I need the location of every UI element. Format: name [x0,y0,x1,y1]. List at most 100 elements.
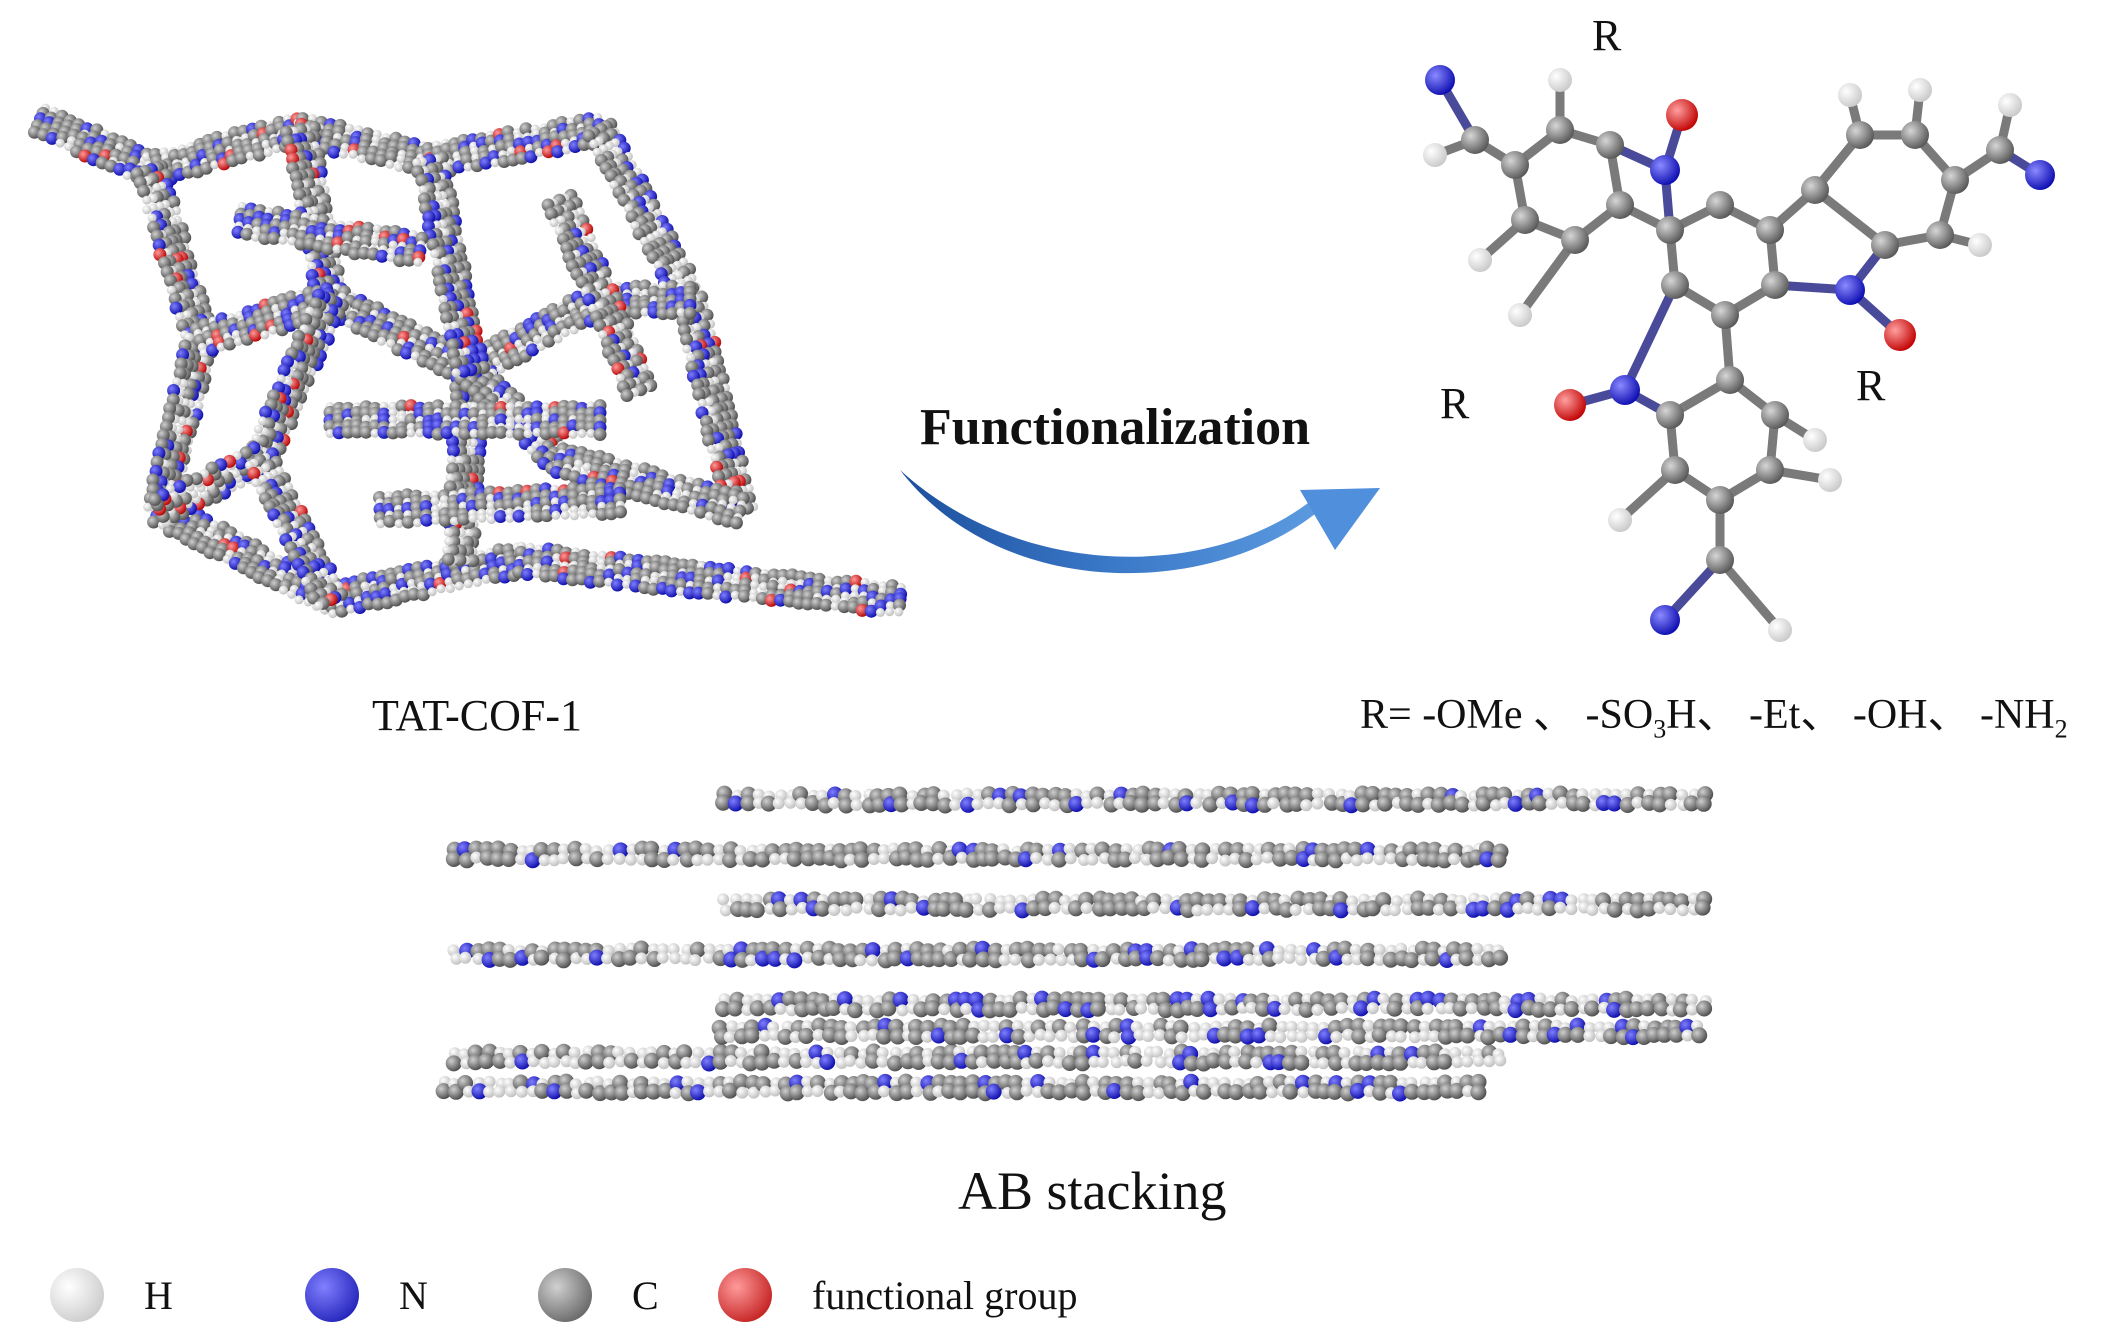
cof-atom [194,401,204,411]
stack-atom [1110,1056,1123,1069]
stack-atom [703,1085,716,1098]
cof-atom [624,559,634,569]
cof-atom [212,548,226,562]
stack-atom [1403,1083,1420,1100]
stack-atom [1563,1001,1580,1017]
stack-atom [1361,852,1374,865]
cof-atom [532,427,542,437]
stack-atom [1048,901,1061,914]
cof-atom [413,257,423,267]
cof-atom [582,293,596,307]
cof-atom [404,413,418,427]
stack-atom [777,1028,794,1045]
stack-atom [1113,797,1126,810]
molecule-atom-C [1716,366,1744,394]
molecule-bond [1620,280,1680,395]
molecule-atom-O [1884,319,1916,351]
stack-atom [1449,1046,1462,1059]
legend-item-nitrogen: N [305,1260,428,1330]
stack-atom [692,1046,705,1059]
molecule-atoms [1423,65,2055,642]
cof-atom [257,416,267,426]
stack-atom [772,901,789,918]
cof-atom [137,184,150,198]
cof-atom [385,159,395,169]
stack-atom [1254,1000,1271,1017]
cof-atom [415,428,425,438]
cof-atom [588,509,598,519]
cof-atom [278,585,288,595]
cof-atom [440,567,454,581]
stack-atom [1245,1001,1258,1014]
cof-atom [177,416,187,426]
cof-atom [640,307,650,317]
cof-atom [694,505,708,519]
cof-atom [239,446,253,460]
stack-atom [867,853,880,865]
cof-atom [113,162,127,176]
cof-atom [173,366,187,380]
cof-atom [526,343,539,357]
stack-atom [1299,787,1315,804]
molecule-atom-H [1838,83,1862,107]
stack-atom [1009,1084,1025,1101]
stack-atom [1218,841,1234,858]
stack-atom [949,798,962,811]
cof-atom [714,443,724,452]
stack-atom [799,940,816,957]
stack-atom [960,1002,973,1015]
stack-atom [1631,796,1644,809]
stack-atom [1136,993,1149,1006]
stack-atom [1471,942,1484,955]
cof-atom [402,253,416,267]
cof-atom [506,146,516,156]
stack-atom [838,797,855,814]
cof-atom [602,452,616,466]
cof-atom [259,405,273,419]
molecule-atom-C [1711,301,1739,329]
stack-atom [546,842,563,859]
stack-atom [1428,1030,1441,1043]
stack-atom [557,852,570,865]
stack-atom [741,994,754,1007]
stack-atom [1377,992,1390,1005]
stack-atom [1188,1021,1201,1034]
stack-atom [1327,852,1344,869]
cof-atom [649,575,659,585]
stack-atom [1037,900,1054,917]
stack-atom [724,1055,737,1067]
stack-atom [952,1084,969,1101]
cof-atom [706,444,716,454]
stack-atom [766,1052,783,1069]
stack-atom [1178,795,1195,812]
functionalization-label: Functionalization [920,399,1311,456]
cof-atom [586,233,596,243]
legend-item-hydrogen: H [50,1260,173,1330]
cof-atom [260,330,270,340]
stack-atom [1020,952,1037,969]
cof-atom [253,424,263,434]
cof-atom [733,566,743,576]
stack-atom [1676,904,1689,917]
cof-atom [412,158,422,167]
stack-atom [462,1085,475,1098]
stack-atom [854,954,867,967]
stack-atom [1333,902,1349,919]
stack-atom [1639,1000,1656,1017]
cof-atom [335,604,349,618]
stack-atom [1296,1020,1309,1033]
cof-atom [272,519,282,529]
stack-atom [1382,1074,1399,1091]
cof-atom [589,139,599,149]
cof-atom [269,578,283,592]
stack-atom [740,795,757,812]
cof-atom [372,224,382,234]
molecule-atom-C [1546,116,1574,144]
stack-atom [591,1075,604,1088]
cof-atom [449,356,463,370]
cof-atom [486,493,495,503]
stack-atom [1147,901,1160,914]
stack-atom [1402,841,1419,858]
molecule-atom-C [1871,231,1899,259]
cof-atom [629,468,639,478]
